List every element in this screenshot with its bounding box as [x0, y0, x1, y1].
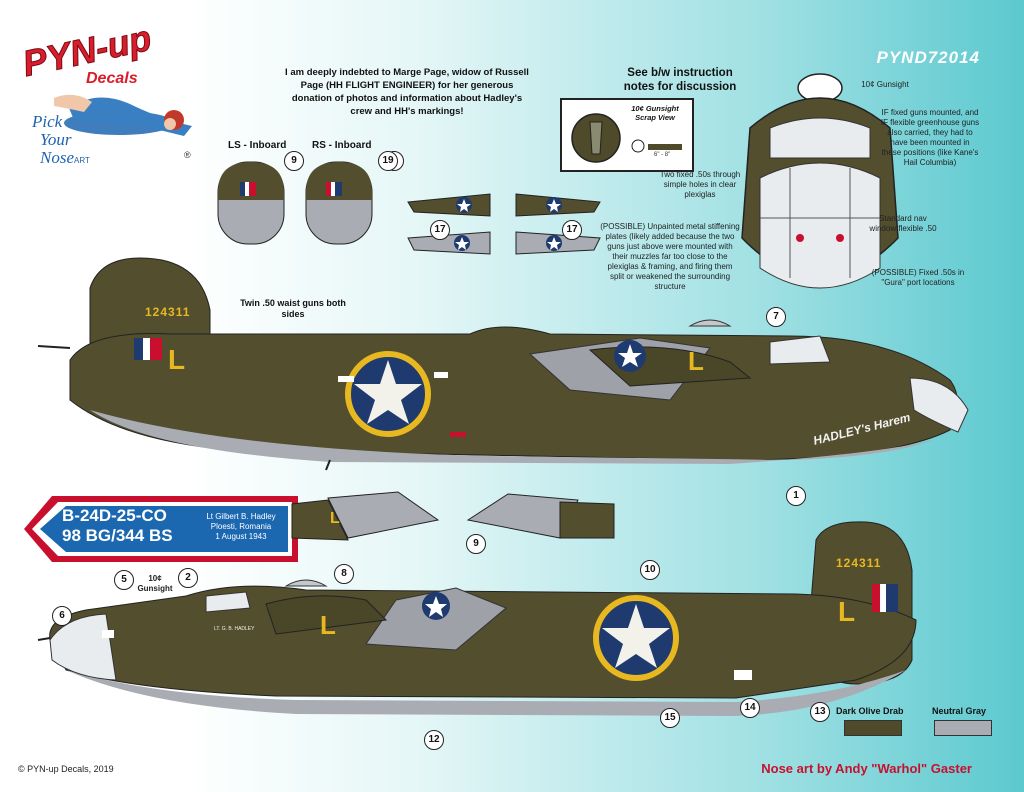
legend-label-olive: Dark Olive Drab: [836, 706, 904, 716]
pilot-stencil: LT. G. B. HADLEY: [214, 626, 255, 632]
tail-serial-lower: 124311: [836, 556, 882, 570]
legend-swatch-olive: [844, 720, 902, 736]
ls-inboard-label: LS - Inboard: [228, 140, 287, 151]
callout-15: 12: [424, 730, 444, 750]
callout-5: 6: [52, 606, 72, 626]
brand-logo: [14, 28, 204, 178]
tail-serial-upper: 124311: [145, 305, 191, 319]
logo-sub-text: Decals: [86, 70, 138, 87]
nose-note-gunsight: 10¢ Gunsight: [861, 80, 909, 89]
banner-date: 1 August 1943: [215, 532, 267, 541]
callout-17-right: 17: [562, 220, 582, 240]
legend-swatch-gray: [934, 720, 992, 736]
logo-tagline-2: Your: [40, 130, 72, 149]
callout-7: 7: [766, 307, 786, 327]
logo-graphic: [54, 94, 192, 136]
callout-14: 15: [660, 708, 680, 728]
nose-note-stiffening: (POSSIBLE) Unpainted metal stiffening pl…: [600, 222, 740, 291]
banner-model: B-24D-25-CO: [62, 506, 167, 525]
callout-13: 14: [740, 698, 760, 718]
nose-front-view: [741, 73, 899, 289]
gunsight-drawing: [571, 113, 682, 163]
logo-tagline-3: NoseART: [40, 148, 90, 168]
callout-6: 5: [114, 570, 134, 590]
copyright: © PYN-up Decals, 2019: [18, 764, 114, 774]
inboard-panels: [217, 161, 373, 245]
waist-guns-note: Twin .50 waist guns both sides: [240, 298, 346, 319]
banner-place: Ploesti, Romania: [210, 522, 272, 531]
nacelle-views: [291, 491, 615, 541]
acknowledgement-text: I am deeply indebted to Marge Page, wido…: [285, 67, 529, 117]
gunsight-dim: 6" - 8": [654, 152, 671, 158]
nose-note-gura: (POSSIBLE) Fixed .50s in "Gura" port loc…: [871, 268, 965, 287]
nose-note-fixed-guns: IF fixed guns mounted, and IF flexible g…: [880, 108, 980, 167]
callout-1: 1: [786, 486, 806, 506]
wingtip-views: [407, 193, 601, 255]
callout-9-lower: 9: [466, 534, 486, 554]
nose-note-two-fixed: Two fixed .50s through simple holes in c…: [659, 170, 741, 199]
gunsight-title: 10¢ Gunsight Scrap View: [631, 104, 679, 122]
callout-2: 2: [178, 568, 198, 588]
callout-17-left: 17: [430, 220, 450, 240]
logo-tagline-1: Pick: [32, 112, 63, 131]
rs-inboard-label: RS - Inboard: [312, 140, 372, 151]
nose-code-lower: L: [320, 610, 336, 640]
tail-code-upper: L: [168, 344, 186, 375]
logo-tagline-nose: Nose: [40, 148, 74, 167]
nose-code-upper: L: [688, 346, 704, 376]
banner-unit: 98 BG/344 BS: [62, 526, 173, 545]
lower-gunsight-note: 10¢ Gunsight: [137, 574, 173, 593]
banner-details: Lt Gilbert B. Hadley Ploesti, Romania 1 …: [196, 512, 286, 542]
callout-19: 19: [378, 151, 398, 171]
logo-tagline-art: ART: [74, 156, 90, 165]
aircraft-right-profile: [37, 521, 917, 716]
instruction-note: See b/w instruction notes for discussion: [623, 67, 737, 93]
nose-note-nav-window: Standard nav window flexible .50: [869, 214, 937, 233]
registered-mark: ®: [184, 150, 191, 160]
callout-12: 13: [810, 702, 830, 722]
banner-shape: [24, 496, 298, 562]
callout-8: 8: [334, 564, 354, 584]
banner-pilot: Lt Gilbert B. Hadley: [206, 512, 276, 521]
product-code: PYND72014: [876, 48, 980, 67]
legend-label-gray: Neutral Gray: [932, 706, 987, 716]
gunsight-scrap-box: 10¢ Gunsight Scrap View 6" - 8": [560, 98, 694, 172]
aircraft-left-profile: [37, 257, 969, 471]
callout-9: 9: [284, 151, 304, 171]
nose-art-credit: Nose art by Andy "Warhol" Gaster: [761, 761, 972, 776]
nacelle-code: L: [330, 510, 340, 527]
callout-10: 10: [640, 560, 660, 580]
tail-code-lower: L: [838, 596, 856, 627]
